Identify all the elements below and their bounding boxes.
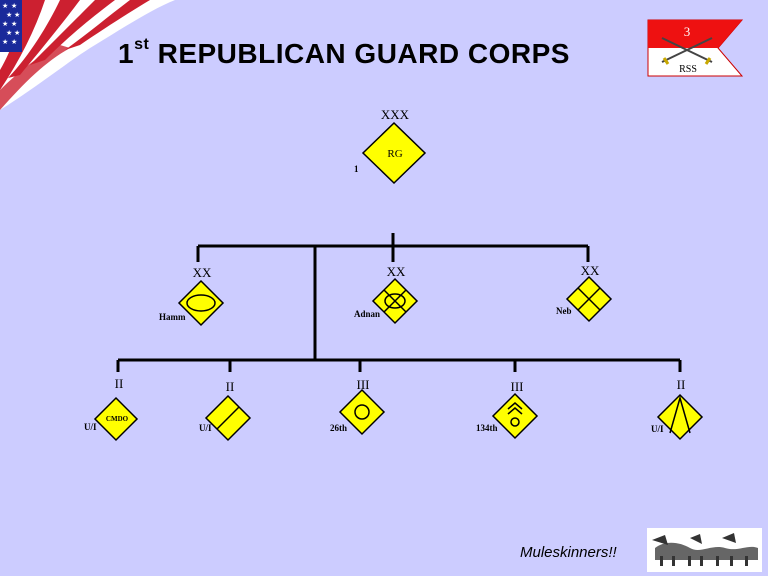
- corps-symbol-text: RG: [387, 148, 402, 160]
- corps-echelon: XXX: [381, 107, 410, 122]
- svg-text:★: ★: [14, 29, 20, 37]
- chevrons-icon: [507, 402, 523, 427]
- division-designation: Neb: [556, 306, 572, 316]
- unit-echelon: II: [226, 379, 235, 394]
- footer-motto: Muleskinners!!: [520, 544, 617, 561]
- division-designation: Adnan: [354, 309, 380, 319]
- unit-echelon: II: [115, 376, 124, 391]
- division-echelon: XX: [581, 263, 600, 278]
- svg-text:★: ★: [11, 2, 17, 10]
- corps-node[interactable]: XXX RG 1: [354, 107, 427, 185]
- svg-text:★: ★: [14, 11, 20, 19]
- unit-symbol: [338, 388, 386, 436]
- infantry-x-icon: [577, 287, 601, 311]
- unit-node-134th[interactable]: III 134th: [476, 379, 539, 440]
- diagonal-line-icon: [216, 406, 240, 430]
- svg-text:★: ★: [2, 2, 8, 10]
- unit-symbol: [93, 396, 139, 442]
- unit-echelon: III: [357, 377, 370, 392]
- title-ordinal-suffix: st: [134, 35, 150, 53]
- connector-lines: [116, 233, 682, 372]
- division-symbol: [177, 279, 225, 327]
- unit-node-caret[interactable]: II U/I: [651, 377, 704, 441]
- unit-symbol: [656, 393, 704, 441]
- corps-symbol: [361, 121, 427, 185]
- mule-team-image: [647, 528, 762, 572]
- page-title: 1st REPUBLICAN GUARD CORPS: [118, 35, 648, 78]
- division-node-hamm[interactable]: XX Hamm: [159, 265, 225, 327]
- title-number: 1: [118, 38, 135, 69]
- unit-node-26th[interactable]: III 26th: [330, 377, 386, 436]
- unit-designation: 134th: [476, 423, 498, 433]
- unit-designation: U/I: [84, 422, 97, 432]
- circle-icon: [354, 404, 370, 420]
- svg-text:★: ★: [11, 20, 17, 28]
- unit-designation: U/I: [651, 424, 664, 434]
- guidon-label: RSS: [679, 64, 697, 75]
- unit-echelon: II: [677, 377, 686, 392]
- unit-designation: U/I: [199, 423, 212, 433]
- svg-text:★: ★: [2, 38, 8, 46]
- caret-icon: [669, 395, 691, 434]
- unit-echelon: III: [511, 379, 524, 394]
- division-echelon: XX: [387, 264, 406, 279]
- division-echelon: XX: [193, 265, 212, 280]
- svg-text:★: ★: [2, 20, 8, 28]
- svg-text:★: ★: [6, 29, 12, 37]
- unit-symbol: [491, 392, 539, 440]
- corps-designation: 1: [354, 164, 359, 174]
- cavalry-guidon-icon: [647, 19, 744, 77]
- unit-node-commando[interactable]: II CMDO U/I: [84, 376, 139, 442]
- american-flag-icon: ★★ ★★ ★★ ★★ ★★: [0, 0, 175, 110]
- division-node-adnan[interactable]: XX Adnan: [354, 264, 419, 325]
- title-text: REPUBLICAN GUARD CORPS: [157, 38, 570, 69]
- mechanized-infantry-icon: [383, 289, 407, 313]
- unit-symbol-text: CMDO: [106, 415, 129, 423]
- svg-text:★: ★: [11, 38, 17, 46]
- unit-designation: 26th: [330, 423, 347, 433]
- guidon-number: 3: [684, 24, 691, 39]
- unit-node-battalion[interactable]: II U/I: [199, 379, 252, 442]
- division-designation: Hamm: [159, 312, 186, 322]
- division-node-neb[interactable]: XX Neb: [556, 263, 613, 323]
- svg-text:★: ★: [6, 11, 12, 19]
- armor-oval-icon: [186, 294, 216, 312]
